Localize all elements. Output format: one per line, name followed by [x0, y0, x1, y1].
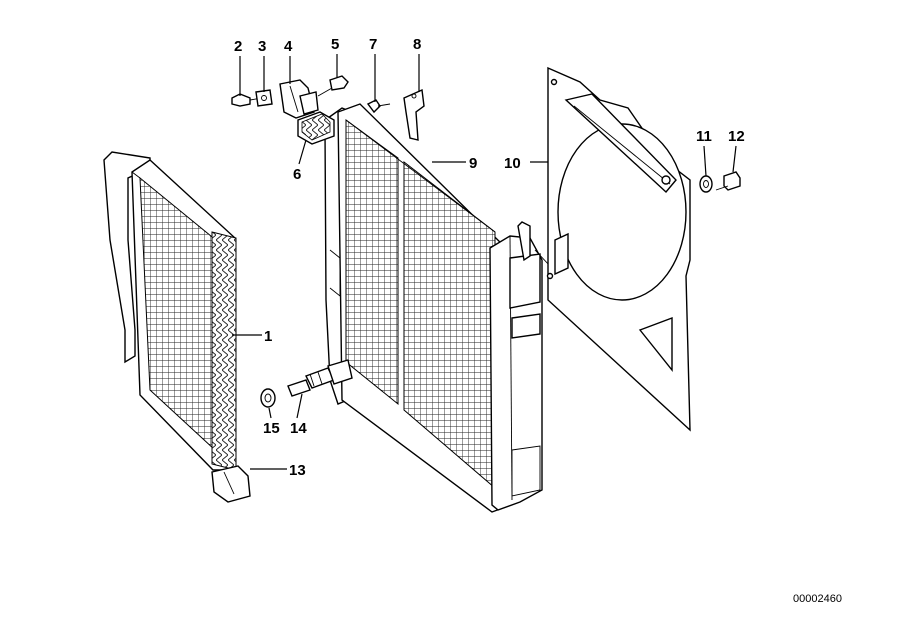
holder-8 [403, 88, 425, 141]
callout-13: 13 [289, 462, 306, 479]
callout-12: 12 [728, 128, 745, 145]
callout-11: 11 [696, 128, 712, 145]
callout-2: 2 [234, 38, 242, 55]
main-radiator [324, 103, 551, 513]
temperature-switch-14 [287, 359, 353, 397]
washer-11 [699, 175, 713, 193]
diagram-reference-number: 00002460 [793, 593, 842, 605]
mounting-bracket-4 [279, 79, 319, 119]
callout-14: 14 [290, 420, 307, 437]
callout-8: 8 [413, 36, 421, 53]
screw-12 [715, 171, 741, 191]
seal-ring-15 [260, 388, 276, 408]
screw-5 [317, 75, 349, 97]
callout-10: 10 [504, 155, 521, 172]
screw-7 [366, 99, 391, 114]
callout-5: 5 [331, 36, 339, 53]
callout-9: 9 [469, 155, 477, 172]
clip-nut-3 [255, 89, 273, 107]
callout-labels: 1 2 3 4 5 6 7 8 9 10 11 12 13 14 15 [234, 36, 745, 479]
callout-1: 1 [264, 328, 272, 345]
fan-shroud [546, 66, 691, 432]
callout-15: 15 [263, 420, 280, 437]
rubber-mount-6 [297, 111, 335, 145]
callout-7: 7 [369, 36, 377, 53]
callout-6: 6 [293, 166, 301, 183]
leader-lines [232, 54, 737, 470]
bracket-13 [211, 465, 251, 503]
callout-4: 4 [284, 38, 293, 55]
auxiliary-radiator-core [103, 151, 237, 471]
callout-3: 3 [258, 38, 266, 55]
